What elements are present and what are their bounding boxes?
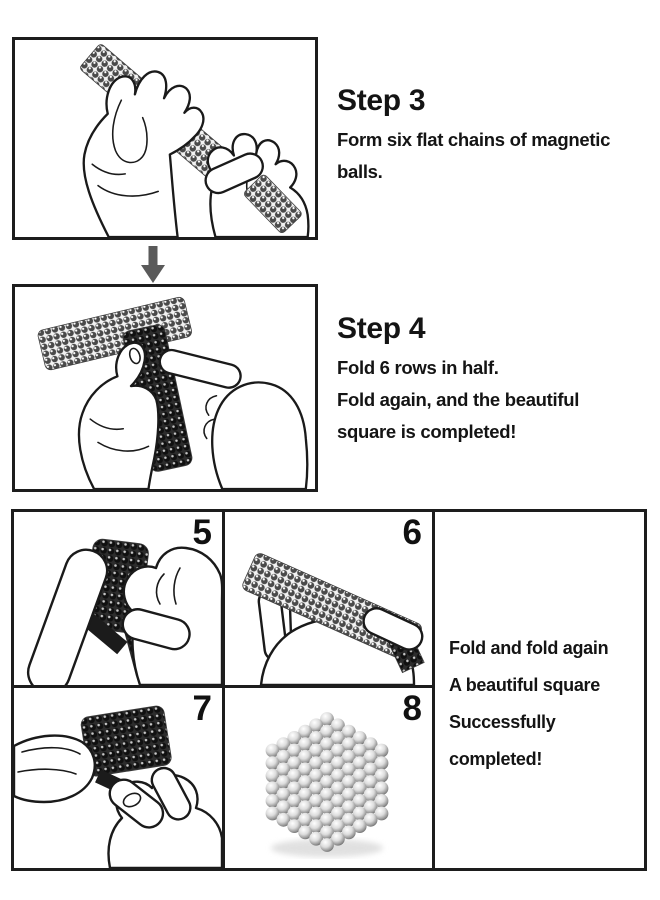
panel-number: 6 <box>402 513 422 552</box>
step3-frame <box>12 37 318 240</box>
step4-frame <box>12 284 318 492</box>
step4-title: Step 4 <box>337 312 426 345</box>
step4-line: Fold 6 rows in half. <box>337 357 499 378</box>
left-hand <box>77 341 160 489</box>
panel-5: 5 <box>14 512 225 688</box>
step4-text: Step 4 Fold 6 rows in half. Fold again, … <box>337 312 579 448</box>
step3-illustration <box>80 44 310 237</box>
right-hand <box>211 381 309 489</box>
step4-line: Fold again, and the beautiful <box>337 389 580 410</box>
ball-cube-svg <box>265 712 389 857</box>
caption-line: Fold and fold again <box>449 638 609 658</box>
caption-line: A beautiful square <box>449 675 600 695</box>
panel-number: 5 <box>192 513 212 552</box>
step3-line: Form six flat chains of magnetic balls. <box>337 129 611 182</box>
panel5-illustration <box>26 538 222 685</box>
panel-6: 6 <box>225 512 435 688</box>
step4-line: square is completed! <box>337 421 517 442</box>
panel-7: 7 <box>14 688 225 868</box>
caption-line: Successfully completed! <box>449 712 556 769</box>
step3-title: Step 3 <box>337 84 426 117</box>
steps-grid: 5 6 7 8 <box>11 509 647 871</box>
caption-column: Fold and fold again A beautiful square S… <box>435 512 644 868</box>
panel-number: 8 <box>402 689 422 728</box>
panel-8: 8 <box>225 688 435 868</box>
panel7-illustration <box>14 705 222 868</box>
panel-number: 7 <box>192 689 212 728</box>
step3-text: Step 3 Form six flat chains of magnetic … <box>337 84 660 188</box>
down-arrow-icon <box>141 246 165 283</box>
panel6-illustration <box>242 553 425 685</box>
step4-illustration <box>37 296 309 489</box>
